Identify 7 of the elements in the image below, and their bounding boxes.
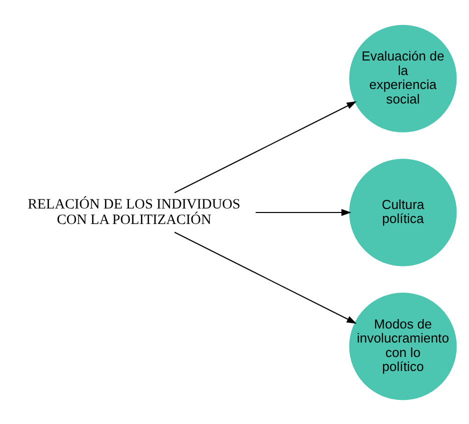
arrow [174, 231, 357, 324]
node-text: RELACIÓN DE LOS INDIVIDUOS CON LA POLITIZACIÓN [28, 196, 240, 228]
arrow [174, 100, 357, 193]
node-circle: Evaluación de la experiencia social [349, 24, 457, 132]
arrow [256, 208, 352, 216]
node-circle: Modos de involucramiento con lo político [349, 292, 457, 400]
node-circle: Cultura política [349, 158, 457, 266]
